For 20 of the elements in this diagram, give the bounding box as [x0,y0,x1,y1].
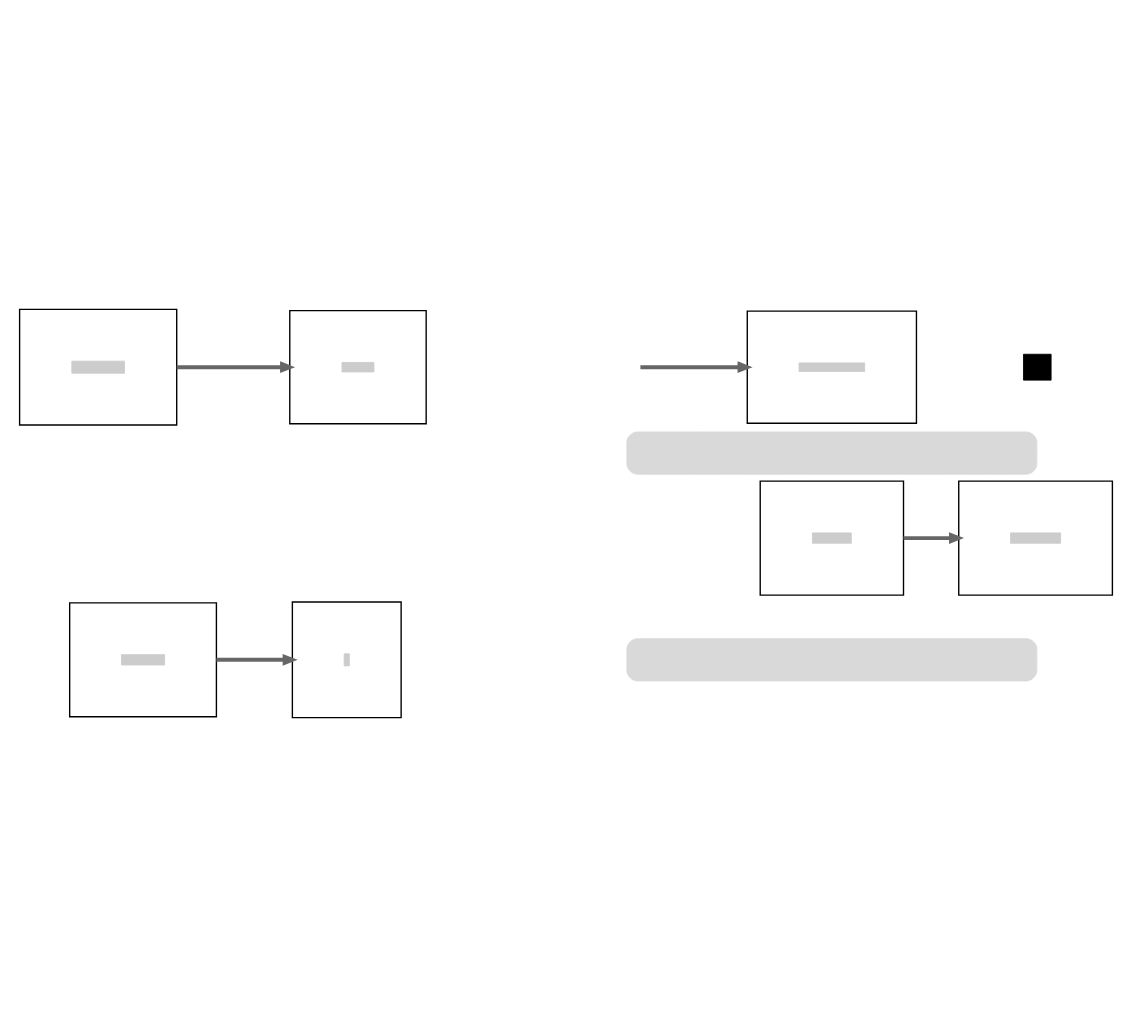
node-bar [341,361,375,372]
node-box [626,431,1038,475]
cluster [746,309,918,424]
node-bar [798,361,866,372]
cluster [759,479,905,596]
arrow [176,360,296,373]
cluster [958,479,1114,596]
node-bar [71,360,125,374]
arrow [903,531,965,544]
node-box [1023,353,1052,381]
cluster [69,601,218,717]
cluster [289,309,427,424]
arrow [216,653,298,666]
arrow [640,360,753,373]
node-bar [1010,532,1062,544]
node-bar [343,652,350,666]
cluster [291,600,402,718]
node-box [626,637,1038,681]
node-bar [812,532,852,544]
node-bar [121,653,166,665]
